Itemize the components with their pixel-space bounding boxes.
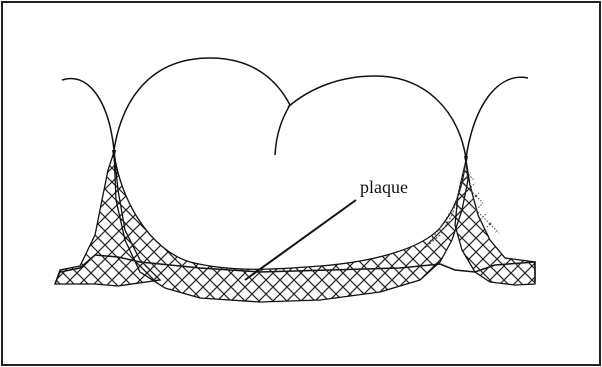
plaque-label: plaque xyxy=(360,177,408,197)
